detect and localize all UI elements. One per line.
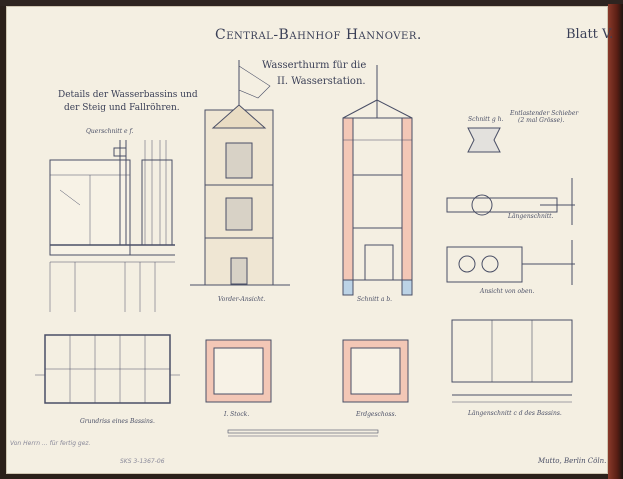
pencil-annotation: Von Herrn ... für fertig gez. xyxy=(10,440,91,447)
sheet-title: Central-Bahnhof Hannover. xyxy=(215,27,422,43)
top-strip xyxy=(0,0,623,6)
caption-section-ab: Schnitt a b. xyxy=(357,296,393,303)
tower-front-elevation xyxy=(190,60,290,286)
caption-front-view: Vorder-Ansicht. xyxy=(218,296,266,303)
caption-top-view: Ansicht von oben. xyxy=(480,288,535,295)
caption-longitudinal-section: Längenschnitt c d des Bassins. xyxy=(468,410,562,417)
bassin-longitudinal-section xyxy=(451,319,573,403)
caption-querschnitt: Querschnitt e f. xyxy=(86,128,134,135)
tank-cross-section xyxy=(49,140,175,312)
bassin-plan xyxy=(35,334,180,404)
caption-first-floor: I. Stock. xyxy=(224,411,250,418)
caption-bassin-plan: Grundriss eines Bassins. xyxy=(80,418,155,425)
lithographer-signature: Mutto, Berlin Cöln. xyxy=(538,457,607,465)
caption-ground-floor: Erdgeschoss. xyxy=(356,411,397,418)
caption-valve-scale: (2 mal Grösse). xyxy=(518,117,565,124)
tower-section-ab xyxy=(342,65,413,296)
caption-section-gh: Schnitt g h. xyxy=(468,116,504,123)
subtitle-line-1: Wasserthurm für die xyxy=(262,60,367,71)
subtitle-line-2: II. Wasserstation. xyxy=(277,76,366,87)
scale-bar xyxy=(227,429,379,437)
caption-valve: Entlastender Schieber xyxy=(510,110,579,117)
details-heading-1: Details der Wasserbassins und xyxy=(58,90,198,100)
details-heading-2: der Steig und Fallröhren. xyxy=(64,103,180,113)
floor-plans xyxy=(205,339,409,403)
sheet-number: Blatt V. xyxy=(566,27,614,42)
binding-edge xyxy=(608,4,623,479)
valve-details xyxy=(446,127,575,285)
caption-valve-long-section: Längenschnitt. xyxy=(508,213,554,220)
inventory-number: SKS 3-1367-06 xyxy=(120,458,165,465)
